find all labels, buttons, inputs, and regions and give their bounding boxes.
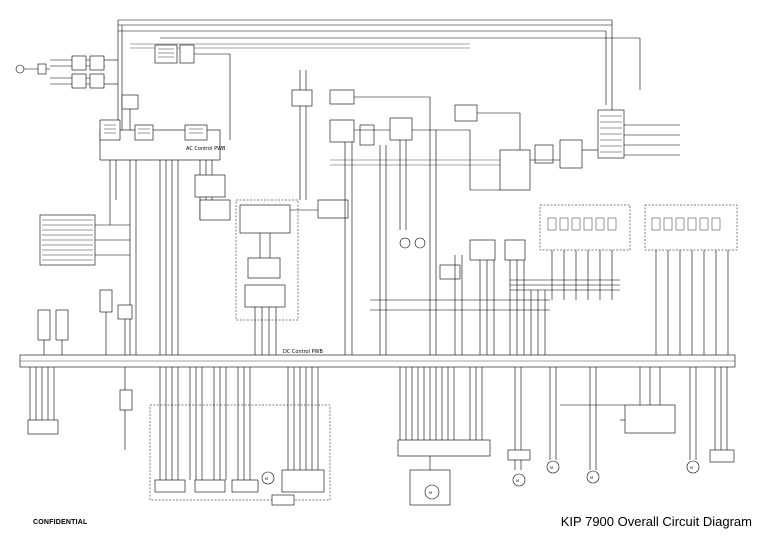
lower-harness: M M M M — [27, 367, 735, 506]
ac-control-label: AC Control PWB — [186, 146, 226, 152]
power-inlet — [15, 55, 118, 89]
diagram-title: KIP 7900 Overall Circuit Diagram — [560, 514, 752, 529]
mid-sensor-cluster — [370, 237, 550, 355]
power-supply-block — [235, 70, 349, 355]
svg-text:M: M — [550, 466, 553, 470]
svg-text:M: M — [590, 476, 593, 480]
right-sensor-arrays — [510, 204, 738, 355]
top-bus-lines — [117, 19, 641, 140]
svg-text:M: M — [516, 479, 519, 483]
svg-text:M: M — [429, 491, 432, 495]
svg-text:M: M — [265, 477, 268, 481]
svg-text:M: M — [690, 466, 693, 470]
dc-control-label: DC Control PWB — [283, 349, 324, 355]
top-connector — [154, 44, 231, 140]
dc-control-bus: DC Control PWB — [19, 349, 736, 368]
ac-control-block: AC Control PWB — [99, 94, 231, 355]
right-upper-connectors — [454, 104, 680, 191]
upper-middle-relays — [329, 89, 520, 355]
confidential-label: CONFIDENTIAL — [33, 519, 88, 526]
left-lower-connectors — [37, 289, 133, 355]
left-heater-connectors — [39, 200, 130, 266]
